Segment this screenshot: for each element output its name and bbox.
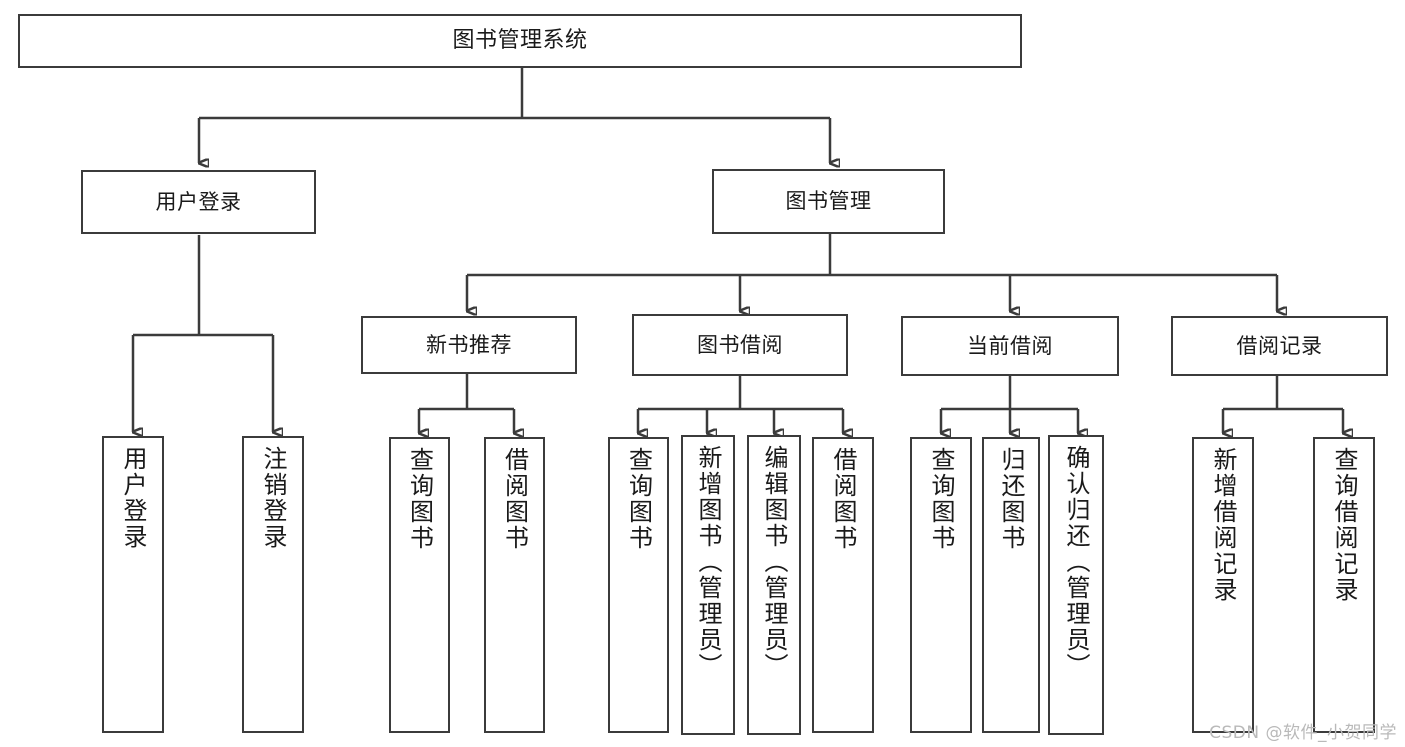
node-user-login[interactable]: 用户登录 — [81, 170, 316, 234]
node-label: 用户登录 — [155, 189, 242, 214]
node-label: 新增借阅记录 — [1209, 447, 1237, 603]
leaf-user-login[interactable]: 用户登录 — [102, 436, 164, 733]
node-current-borrowing[interactable]: 当前借阅 — [901, 316, 1119, 376]
node-label: 查询图书 — [624, 447, 653, 551]
node-label: 归还图书 — [997, 447, 1025, 551]
node-label: 借阅图书 — [500, 447, 529, 551]
leaf-edit-book-admin[interactable]: 编辑图书（管理员） — [747, 435, 801, 735]
leaf-add-borrowing-record[interactable]: 新增借阅记录 — [1192, 437, 1254, 733]
node-label: 借阅图书 — [829, 447, 857, 551]
node-label: 确认归还（管理员） — [1062, 445, 1090, 679]
node-label: 用户登录 — [119, 446, 147, 550]
node-new-book-recommendation[interactable]: 新书推荐 — [361, 316, 577, 374]
node-label: 查询图书 — [927, 447, 955, 551]
leaf-query-books-current[interactable]: 查询图书 — [910, 437, 972, 733]
node-label: 新增图书（管理员） — [694, 445, 722, 679]
leaf-add-book-admin[interactable]: 新增图书（管理员） — [681, 435, 735, 735]
node-borrowing-records[interactable]: 借阅记录 — [1171, 316, 1388, 376]
node-label: 编辑图书（管理员） — [760, 445, 788, 679]
node-book-borrowing[interactable]: 图书借阅 — [632, 314, 848, 376]
node-label: 注销登录 — [259, 446, 287, 550]
leaf-query-books-borrowing[interactable]: 查询图书 — [608, 437, 669, 733]
leaf-borrow-books-borrowing[interactable]: 借阅图书 — [812, 437, 874, 733]
node-label: 当前借阅 — [967, 333, 1053, 358]
node-root-book-management-system[interactable]: 图书管理系统 — [18, 14, 1022, 68]
leaf-confirm-return-admin[interactable]: 确认归还（管理员） — [1048, 435, 1104, 735]
leaf-return-books[interactable]: 归还图书 — [982, 437, 1040, 733]
leaf-borrow-books-recommendation[interactable]: 借阅图书 — [484, 437, 545, 733]
leaf-query-books-recommendation[interactable]: 查询图书 — [389, 437, 450, 733]
node-book-management[interactable]: 图书管理 — [712, 169, 945, 234]
leaf-logout[interactable]: 注销登录 — [242, 436, 304, 733]
node-label: 新书推荐 — [426, 332, 512, 357]
node-label: 借阅记录 — [1236, 333, 1323, 358]
node-label: 图书借阅 — [697, 332, 783, 357]
csdn-watermark: CSDN @软件_小贺同学 — [1209, 723, 1397, 743]
node-label: 图书管理 — [785, 189, 872, 214]
leaf-query-borrowing-record[interactable]: 查询借阅记录 — [1313, 437, 1375, 733]
node-label: 查询借阅记录 — [1330, 447, 1358, 603]
node-label: 图书管理系统 — [452, 28, 588, 54]
node-label: 查询图书 — [405, 447, 434, 551]
